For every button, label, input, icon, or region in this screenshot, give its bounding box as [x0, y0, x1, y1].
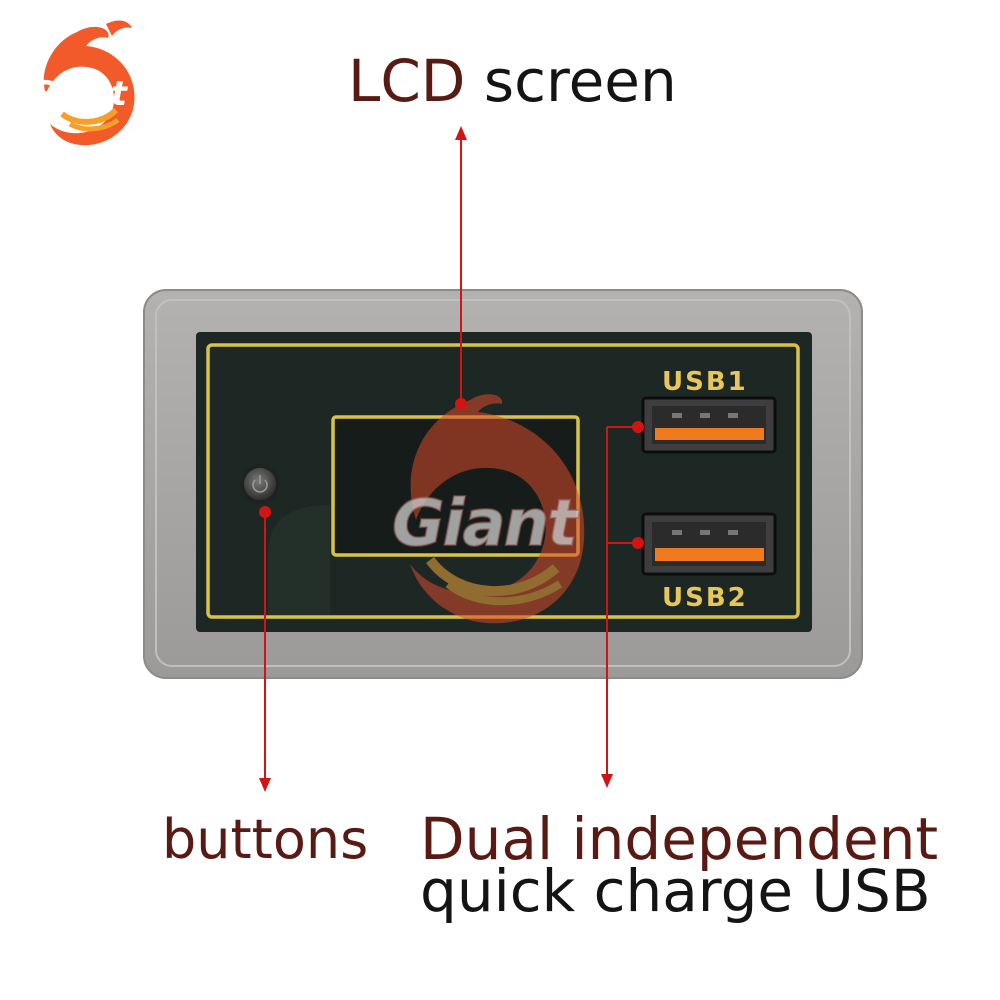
buttons-arrow: [259, 506, 271, 792]
usb2-label: USB2: [662, 583, 748, 613]
watermark-fish: [410, 394, 585, 624]
giant-fish-logo-icon: [43, 20, 135, 146]
buttons-callout: buttons: [162, 808, 369, 871]
giant-logo: [43, 20, 135, 146]
usb-port-icon: [655, 548, 764, 561]
logo-text: Giant: [28, 74, 127, 114]
lcd-screen-callout: LCD screen: [348, 52, 677, 110]
lcd-word: LCD: [348, 47, 466, 115]
power-button[interactable]: [240, 464, 280, 504]
usb-callout-line2: quick charge USB: [420, 857, 931, 925]
watermark-text: Giant: [391, 486, 579, 562]
usb-arrow: [601, 421, 644, 788]
lcd-arrow: [455, 126, 467, 410]
screen-word: screen: [465, 47, 677, 115]
usb-port-icon: [655, 428, 764, 440]
usb2-port[interactable]: [641, 512, 777, 576]
usb1-label: USB1: [662, 367, 748, 397]
power-button-icon: [252, 475, 268, 493]
usb-callout-line1: Dual independent: [420, 805, 939, 873]
usb1-port[interactable]: [641, 396, 777, 454]
